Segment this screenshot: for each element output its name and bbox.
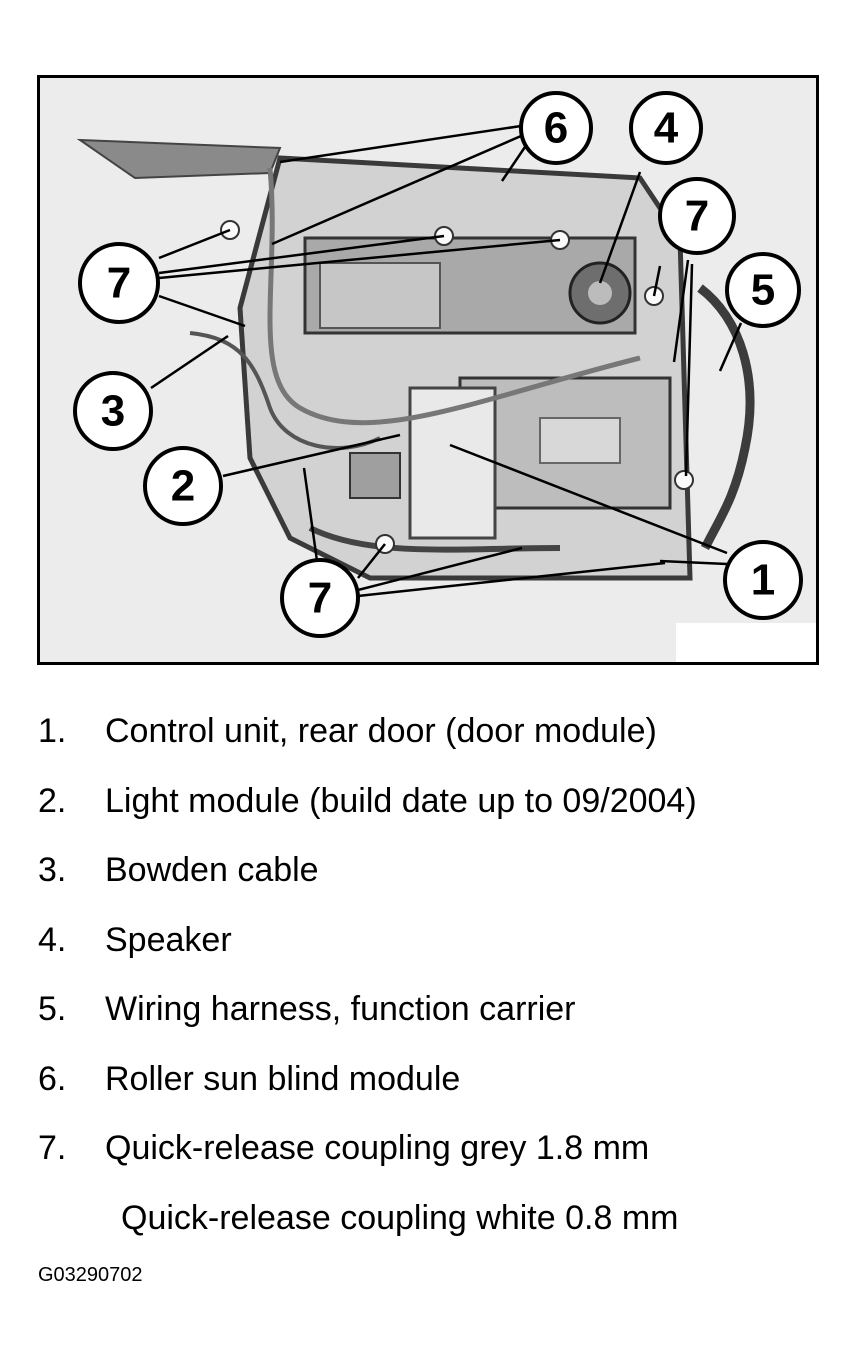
legend-number: 2.: [38, 781, 67, 820]
legend-number: 6.: [38, 1059, 67, 1098]
figure-code: G03290702: [38, 1264, 143, 1286]
coupling-point: [674, 470, 694, 490]
callout-7-bottom: 7: [280, 558, 360, 638]
legend-number: 4.: [38, 920, 67, 959]
door-diagram: 6 4 7 7 5 3 2 1: [37, 75, 819, 665]
legend-text: Bowden cable: [105, 851, 319, 889]
callout-7-label: 7: [308, 574, 332, 623]
legend-text: Wiring harness, function carrier: [105, 990, 576, 1028]
callout-7-label: 7: [685, 192, 709, 241]
parts-legend: 1. Control unit, rear door (door module)…: [38, 705, 838, 1261]
cable-bundle: [267, 167, 641, 426]
callout-7-label: 7: [107, 259, 131, 308]
legend-item-3: 3. Bowden cable: [38, 844, 838, 914]
callout-7-upper-left: 7: [78, 242, 160, 324]
legend-item-7: 7. Quick-release coupling grey 1.8 mm: [38, 1122, 838, 1192]
legend-continuation-text: Quick-release coupling white 0.8 mm: [121, 1198, 679, 1237]
legend-text: Control unit, rear door (door module): [105, 712, 657, 750]
door-diagram-drawing: 6 4 7 7 5 3 2 1: [40, 78, 816, 662]
callout-7-upper-right: 7: [658, 177, 736, 255]
legend-text: Roller sun blind module: [105, 1059, 461, 1098]
callout-2-label: 2: [171, 462, 195, 511]
light-module-shape: [349, 452, 401, 499]
legend-number: 1.: [38, 712, 67, 750]
callout-6: 6: [519, 91, 593, 165]
legend-item-7-continuation: Quick-release coupling white 0.8 mm: [38, 1192, 838, 1262]
callout-5-label: 5: [751, 266, 775, 315]
corner-patch: [676, 623, 816, 662]
speaker-cone: [588, 281, 612, 305]
legend-item-5: 5. Wiring harness, function carrier: [38, 983, 838, 1053]
callout-1: 1: [723, 540, 803, 620]
legend-number: 5.: [38, 990, 67, 1028]
legend-text: Light module (build date up to 09/2004): [105, 781, 697, 820]
callout-4-label: 4: [654, 104, 679, 153]
legend-number: 3.: [38, 851, 67, 889]
callout-2: 2: [143, 446, 223, 526]
legend-item-1: 1. Control unit, rear door (door module): [38, 705, 838, 775]
leader-lines: [150, 124, 743, 598]
callout-4: 4: [629, 91, 703, 165]
callout-6-label: 6: [544, 104, 568, 153]
callout-3-label: 3: [101, 387, 125, 436]
legend-number: 7.: [38, 1129, 67, 1167]
legend-item-4: 4. Speaker: [38, 914, 838, 984]
legend-item-6: 6. Roller sun blind module: [38, 1053, 838, 1123]
lower-module: [539, 417, 621, 464]
lower-cable: [308, 525, 561, 553]
upper-module: [319, 262, 441, 329]
legend-text: Quick-release coupling grey 1.8 mm: [105, 1129, 650, 1167]
legend-text: Speaker: [105, 920, 232, 959]
legend-item-2: 2. Light module (build date up to 09/200…: [38, 775, 838, 845]
wiring-harness-shape: [697, 284, 755, 551]
callout-5: 5: [725, 252, 801, 328]
callout-1-label: 1: [751, 556, 775, 605]
callout-3: 3: [73, 371, 153, 451]
